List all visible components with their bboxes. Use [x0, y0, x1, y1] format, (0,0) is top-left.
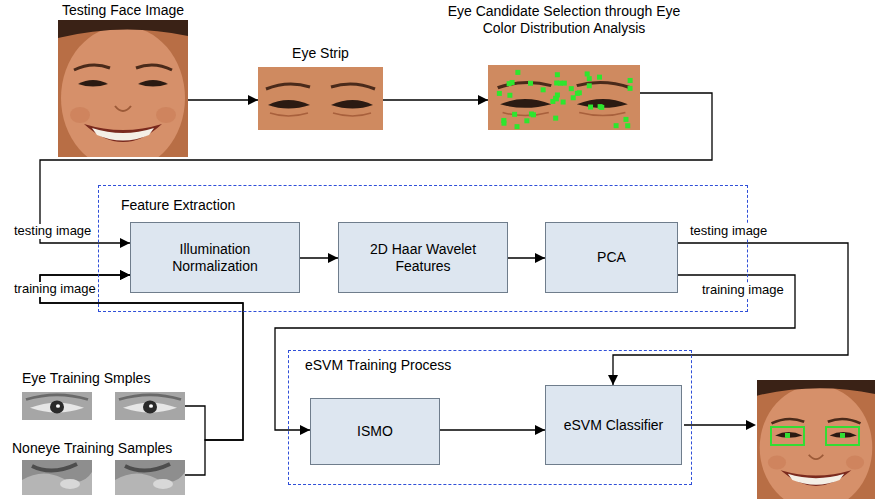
output-line: [684, 424, 748, 425]
image-node: Eye Training Smples: [22, 392, 185, 420]
candidate-dot: [524, 118, 529, 123]
box-label: ISMO: [357, 423, 393, 440]
eye-box: [771, 427, 804, 445]
edge-label: training image: [12, 282, 98, 297]
flow-arrow: [508, 257, 545, 258]
face-photo: [58, 20, 188, 170]
candidate-dot: [585, 71, 590, 76]
flow-arrow: [440, 429, 545, 430]
eye-sample-image: [22, 392, 92, 420]
image-caption: Eye Strip: [248, 45, 393, 62]
candidate-dots: [497, 70, 633, 129]
group-title: Feature Extraction: [121, 197, 235, 214]
candidate-dot: [561, 100, 566, 105]
eye-detection-boxes: [771, 427, 859, 445]
candidate-dot: [497, 91, 502, 96]
candidate-dot: [558, 81, 563, 86]
candidate-dot: [515, 124, 520, 129]
candidate-dot: [555, 72, 560, 77]
flow-arrow: [300, 257, 338, 258]
image-node: Eye Candidate Selection through Eye Colo…: [488, 65, 640, 130]
process-box: PCA: [545, 222, 678, 293]
flow-arrow: [188, 99, 258, 100]
candidate-dot: [577, 90, 582, 95]
process-box: ISMO: [310, 398, 440, 465]
process-box: Illumination Normalization: [130, 222, 300, 293]
process-box: 2D Haar Wavelet Features: [338, 222, 508, 293]
image-node: Noneye Training Samples: [22, 460, 185, 495]
image-caption: Eye Candidate Selection through Eye Colo…: [446, 3, 682, 37]
candidate-dot: [628, 86, 633, 91]
candidate-dot: [510, 80, 515, 85]
image-node: Eye Strip: [258, 67, 383, 130]
group-title: eSVM Training Process: [305, 357, 451, 374]
result-face-photo: [757, 380, 875, 499]
candidate-dot: [598, 104, 603, 109]
candidate-dot: [512, 112, 517, 117]
image-node: Testing Face Image: [58, 20, 188, 157]
arrowhead: [746, 420, 756, 430]
edge-label: testing image: [12, 224, 93, 239]
flow-arrow: [383, 99, 488, 100]
candidate-dot: [625, 123, 630, 128]
candidate-dot: [588, 105, 593, 110]
eye-center-dot: [840, 433, 845, 438]
group-region: Feature ExtractionIllumination Normaliza…: [98, 185, 748, 312]
candidate-dot: [515, 70, 520, 75]
edge-label: training image: [700, 283, 786, 298]
eye-center-dot: [785, 433, 790, 438]
edge-label: testing image: [688, 224, 769, 239]
candidate-dot: [628, 78, 633, 83]
candidate-photo: [488, 65, 640, 130]
candidate-dot: [529, 111, 534, 116]
group-region: eSVM Training ProcessISMO eSVM Classifier: [288, 350, 692, 485]
image-caption: Testing Face Image: [48, 2, 198, 19]
output-arrow: [684, 420, 756, 430]
noneye-sample-image: [22, 460, 92, 495]
candidate-dot: [587, 83, 592, 88]
candidate-dot: [507, 93, 512, 98]
box-label: 2D Haar Wavelet Features: [347, 241, 499, 275]
candidate-dot: [623, 117, 628, 122]
process-box: eSVM Classifier: [545, 385, 682, 465]
image-caption: Noneye Training Samples: [12, 440, 222, 457]
candidate-dot: [587, 76, 592, 81]
candidate-dot: [597, 75, 602, 80]
flow-arrow: [40, 275, 243, 440]
candidate-dot: [553, 116, 558, 121]
candidate-dot: [555, 92, 560, 97]
eye-box: [826, 427, 859, 445]
candidate-dot: [571, 95, 576, 100]
candidate-dot: [569, 86, 574, 91]
eye-strip-photo: [258, 67, 383, 130]
image-caption: Eye Training Smples: [22, 370, 222, 387]
box-label: Illumination Normalization: [139, 241, 291, 275]
candidate-dot: [614, 123, 619, 128]
candidate-dot: [528, 81, 533, 86]
noneye-sample-image: [115, 460, 185, 495]
candidate-dot: [541, 87, 546, 92]
flow-arrow: [40, 93, 712, 243]
eye-sample-image: [115, 392, 185, 420]
box-label: PCA: [597, 249, 626, 266]
candidate-dot: [501, 121, 506, 126]
box-label: eSVM Classifier: [564, 417, 664, 434]
